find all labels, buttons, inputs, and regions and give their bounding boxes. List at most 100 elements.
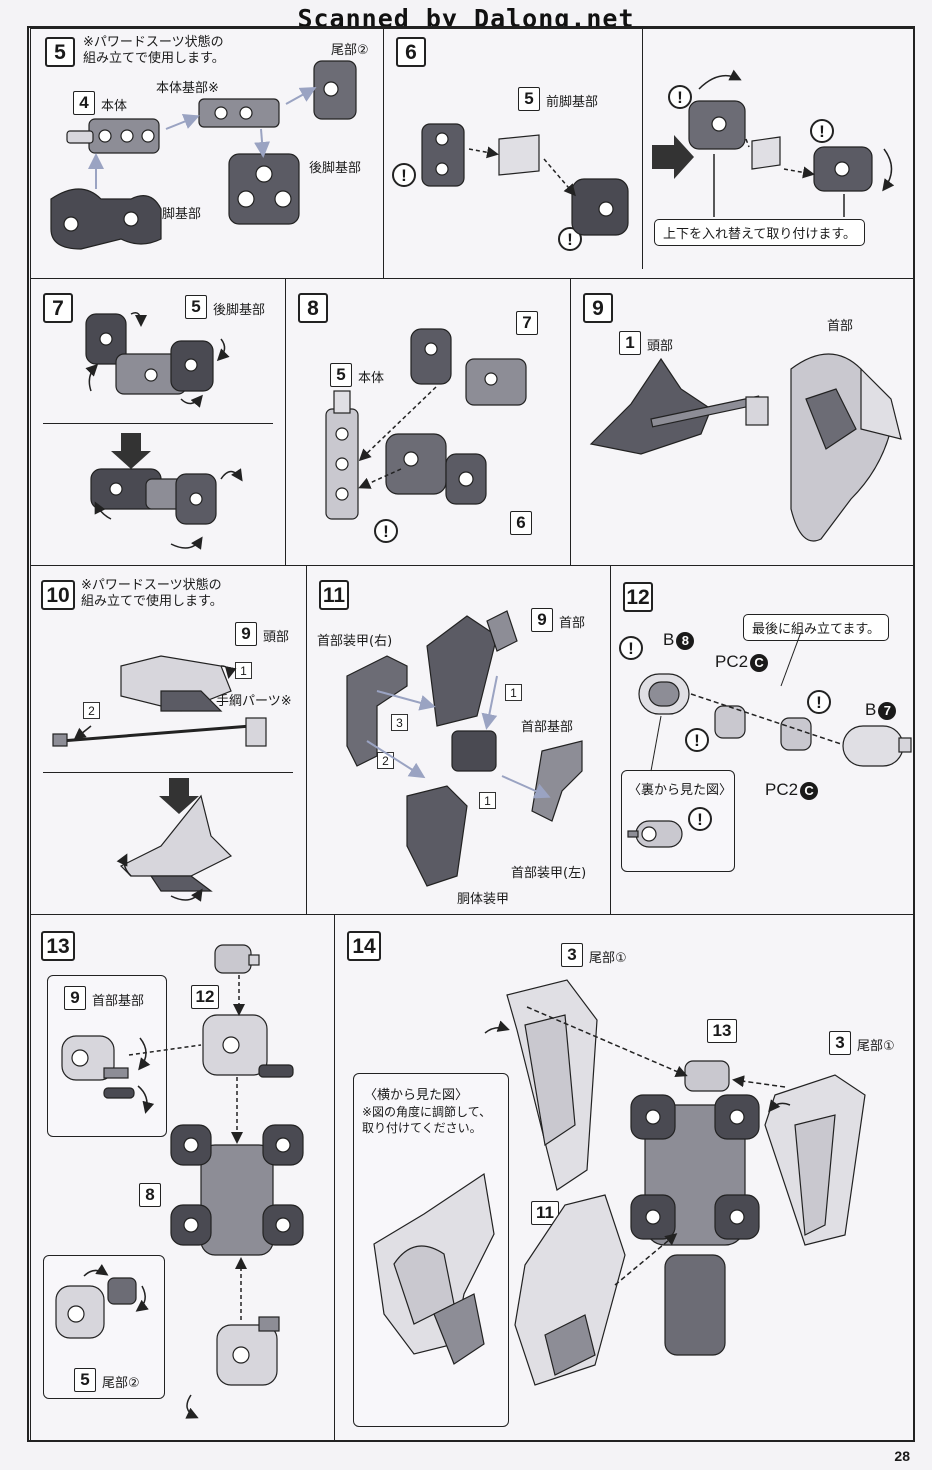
step-number: 11 <box>319 580 349 610</box>
warning-icon: ! <box>807 690 831 714</box>
page-frame <box>27 26 915 1442</box>
label-body: 本体 <box>101 99 128 114</box>
order-number: 1 <box>505 684 522 701</box>
sub-divider <box>43 423 273 424</box>
label-neck-armor-right: 首部装甲(右) <box>317 634 393 649</box>
step-number: 6 <box>396 37 426 67</box>
step-13-panel: 13 9 首部基部 12 8 5 尾部② <box>30 914 335 1441</box>
warning-icon: ! <box>688 807 712 831</box>
label-tail-1: 尾部① <box>589 951 627 966</box>
step-13-illustration <box>128 944 304 1419</box>
step-5-illustration <box>50 60 357 250</box>
label-body: 本体 <box>358 371 385 386</box>
next-arrow <box>159 778 199 814</box>
step-number: 12 <box>623 582 653 612</box>
label-neck: 首部 <box>827 319 854 334</box>
step-8-panel: 8 5 本体 7 6 ! <box>285 278 571 566</box>
step-12-illustration <box>638 631 912 772</box>
step-9-illustration <box>589 353 902 542</box>
ref-step-12: 12 <box>191 985 219 1009</box>
sub-divider <box>43 772 293 773</box>
label-head: 頭部 <box>263 630 290 645</box>
usage-note: ※パワードスーツ状態の 組み立てで使用します。 <box>83 35 225 66</box>
order-number: 3 <box>391 714 408 731</box>
ref-step-4: 4 <box>73 91 95 115</box>
label-neck-base: 首部基部 <box>521 720 574 735</box>
label-body-base: 本体基部※ <box>156 81 219 96</box>
label-front-leg-base: 前脚基部 <box>546 95 599 110</box>
ref-step-8: 8 <box>139 1183 161 1207</box>
warning-icon: ! <box>668 85 692 109</box>
label-neck-base: 首部基部 <box>92 994 145 1009</box>
step-8-illustration <box>325 328 527 520</box>
sub-divider <box>642 29 643 269</box>
warning-icon: ! <box>810 119 834 143</box>
step-5-panel: 5 ※パワードスーツ状態の 組み立てで使用します。 尾部② 4 本体 本体基部※… <box>30 28 384 279</box>
ref-step-5: 5 <box>518 87 540 111</box>
label-tail-2: 尾部② <box>102 1376 140 1391</box>
tail-detail-box: 5 尾部② <box>43 1255 165 1399</box>
back-view-illustration <box>627 820 683 848</box>
back-view-label: 〈裏から見た図〉 <box>628 783 733 798</box>
ref-step-5: 5 <box>185 295 207 319</box>
side-view-note: ※図の角度に調節して、 取り付けてください。 <box>362 1105 492 1135</box>
order-number: 2 <box>83 702 100 719</box>
side-view-box: 〈横から見た図〉 ※図の角度に調節して、 取り付けてください。 <box>353 1073 509 1427</box>
page-number: 28 <box>894 1448 910 1464</box>
side-view-illustration <box>373 1172 495 1365</box>
step-10-illustration <box>52 655 267 902</box>
step-number: 5 <box>45 37 75 67</box>
step-14-panel: 14 3 尾部① 13 3 尾部① 11 首部 〈横から見た図〉 ※図の角度に調… <box>334 914 914 1441</box>
ref-step-6: 6 <box>510 511 532 535</box>
label-neck: 首部 <box>559 616 586 631</box>
label-front-leg-base: 前脚基部 <box>149 207 202 222</box>
label-body-armor: 胴体装甲 <box>457 892 510 907</box>
ref-step-9: 9 <box>64 986 86 1010</box>
step-10-panel: 10 ※パワードスーツ状態の 組み立てで使用します。 9 頭部 1 2 手綱パー… <box>30 565 307 915</box>
ref-step-13: 13 <box>707 1019 737 1043</box>
ref-step-5: 5 <box>74 1368 96 1392</box>
next-arrow <box>652 135 694 179</box>
step-number: 9 <box>583 293 613 323</box>
warning-icon: ! <box>392 163 416 187</box>
instruction-callout: 上下を入れ替えて取り付けます。 <box>654 219 866 246</box>
ref-step-3: 3 <box>829 1031 851 1055</box>
ref-step-9: 9 <box>235 622 257 646</box>
step-number: 8 <box>298 293 328 323</box>
usage-note: ※パワードスーツ状態の 組み立てで使用します。 <box>81 578 223 609</box>
side-view-label: 〈横から見た図〉 <box>364 1088 469 1103</box>
step-7-panel: 7 5 後脚基部 <box>30 278 286 566</box>
ref-step-3: 3 <box>561 943 583 967</box>
warning-icon: ! <box>374 519 398 543</box>
ref-step-1: 1 <box>619 331 641 355</box>
next-arrow <box>111 433 151 469</box>
tail-detail-illustration <box>55 1264 149 1339</box>
ref-step-5: 5 <box>330 363 352 387</box>
step-11-panel: 11 9 首部 首部装甲(右) 首部基部 首部装甲(左) 胴体装甲 3 2 1 … <box>306 565 611 915</box>
instruction-callout: 最後に組み立てます。 <box>743 614 890 641</box>
label-tail-2: 尾部② <box>331 43 369 58</box>
label-rear-leg-base: 後脚基部 <box>213 303 266 318</box>
order-number: 1 <box>479 792 496 809</box>
step-6-panel: 6 5 前脚基部 上下を入れ替えて取り付けます。 ! ! ! ! <box>383 28 914 279</box>
back-view-box: 〈裏から見た図〉 ! <box>621 770 735 872</box>
step-11-illustration <box>346 610 583 887</box>
ref-step-9: 9 <box>531 608 553 632</box>
step-number: 10 <box>41 580 75 610</box>
label-neck-armor-left: 首部装甲(左) <box>511 866 587 881</box>
neck-base-illustration <box>61 1035 155 1114</box>
step-number: 13 <box>41 931 75 961</box>
label-head: 頭部 <box>647 339 674 354</box>
label-rear-leg-base: 後脚基部 <box>309 161 362 176</box>
step-7-illustration <box>85 312 243 550</box>
ref-step-11: 11 <box>531 1201 559 1225</box>
warning-icon: ! <box>619 636 643 660</box>
step-6-illustration <box>421 69 895 236</box>
neck-base-detail-box: 9 首部基部 <box>47 975 167 1137</box>
step-number: 7 <box>43 293 73 323</box>
warning-icon: ! <box>685 728 709 752</box>
